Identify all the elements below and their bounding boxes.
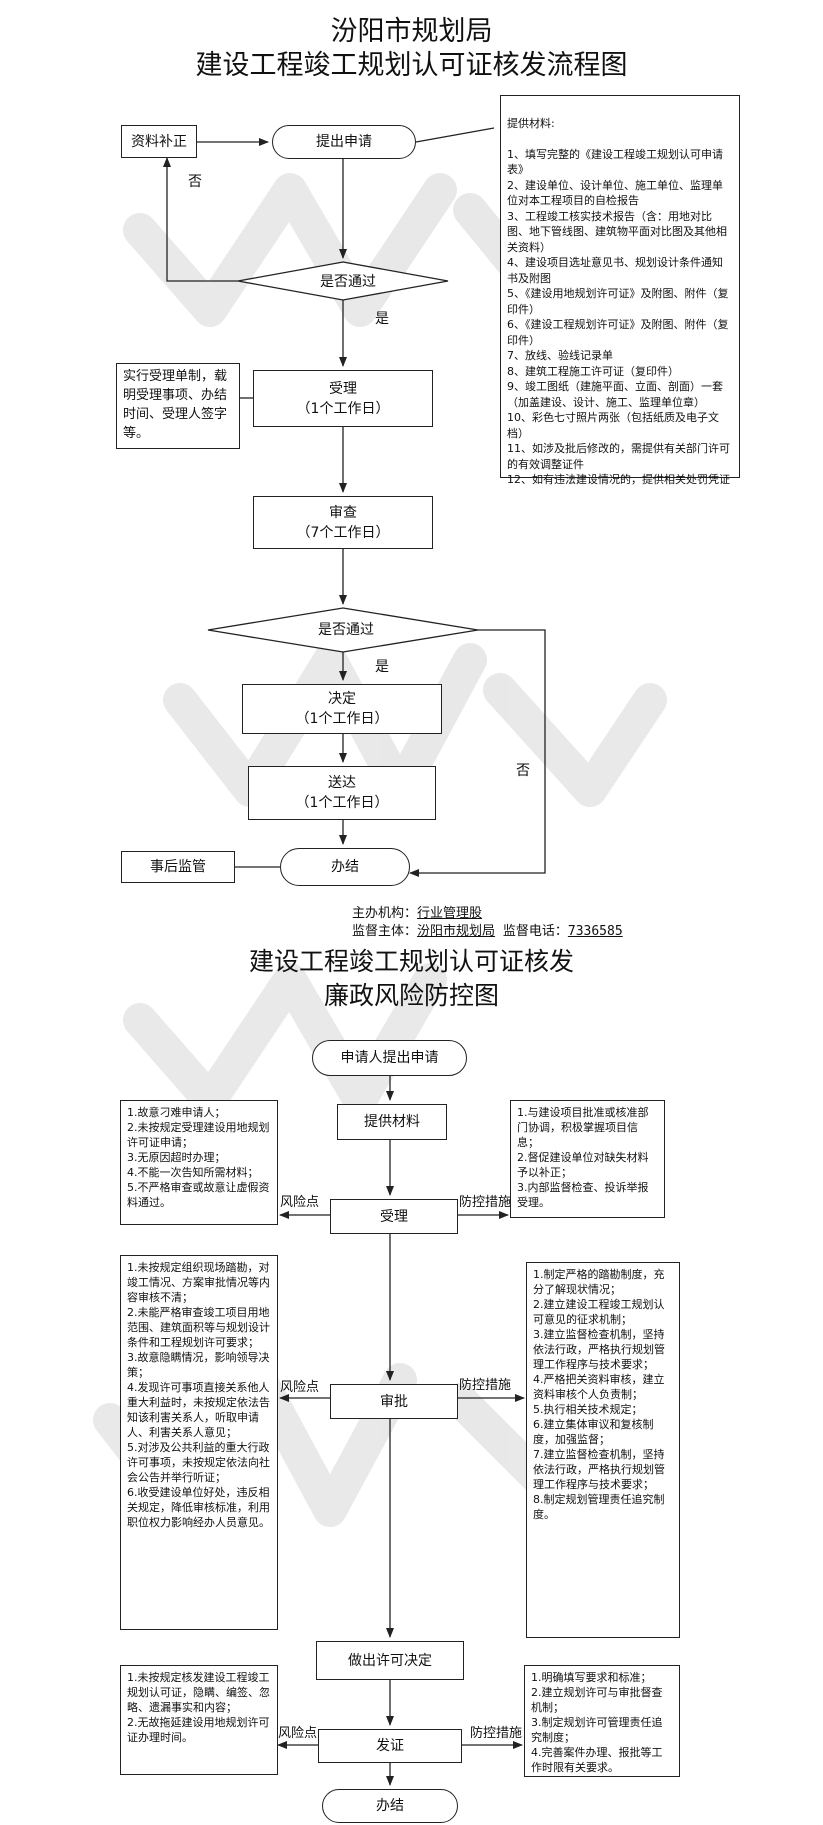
review-node-2: 审批 bbox=[330, 1384, 458, 1419]
check-label-1: 是否通过 bbox=[320, 274, 376, 290]
deliver-label: 送达 bbox=[328, 775, 356, 791]
issue-label: 发证 bbox=[376, 1738, 404, 1754]
supervise-after-label: 事后监管 bbox=[150, 859, 206, 875]
flow2-title-line2: 廉政风险防控图 bbox=[323, 981, 499, 1010]
risk-box-2: 1.未按规定组织现场踏勘，对竣工情况、方案审批情况等内容审核不清； 2.未能严格… bbox=[120, 1255, 278, 1630]
materials-items: 1、填写完整的《建设工程竣工规划认可申请表》 2、建设单位、设计单位、施工单位、… bbox=[507, 147, 730, 487]
flow2-title-line1: 建设工程竣工规划认可证核发 bbox=[248, 947, 574, 976]
accept-label-2: 受理 bbox=[380, 1208, 408, 1225]
decide-days: （1个工作日） bbox=[295, 711, 389, 727]
risk-label-2: 风险点 bbox=[280, 1380, 320, 1395]
submit-label: 提出申请 bbox=[316, 134, 372, 150]
finish-label-1: 办结 bbox=[331, 859, 359, 875]
supplement-box: 资料补正 bbox=[121, 125, 197, 158]
control-box-1: 1.与建设项目批准或核准部门协调，积极掌握项目信息； 2.督促建设单位对缺失材料… bbox=[510, 1100, 665, 1218]
supervise-after-box: 事后监管 bbox=[121, 851, 235, 883]
host-value: 行业管理股 bbox=[417, 906, 483, 921]
control-label-2: 防控措施 bbox=[459, 1378, 512, 1393]
decide-label: 决定 bbox=[328, 691, 356, 707]
review-label: 审查 bbox=[329, 504, 357, 521]
phone-label: 监督电话： bbox=[502, 924, 568, 939]
provide-materials-node: 提供材料 bbox=[337, 1104, 447, 1140]
control-label-1: 防控措施 bbox=[459, 1195, 512, 1210]
flow1-title-line2: 建设工程竣工规划认可证核发流程图 bbox=[195, 50, 628, 81]
supervisor-value: 汾阳市规划局 bbox=[417, 924, 496, 939]
finish-label-2: 办结 bbox=[376, 1798, 404, 1814]
control-label-3: 防控措施 bbox=[470, 1726, 523, 1741]
risk-box-1: 1.故意刁难申请人； 2.未按规定受理建设用地规划许可证申请； 3.无原因超时办… bbox=[120, 1100, 278, 1225]
supervisor-label: 监督主体： bbox=[352, 924, 418, 939]
control-box-2: 1.制定严格的踏勘制度，充分了解现状情况； 2.建立建设工程竣工规划认可意见的征… bbox=[526, 1262, 680, 1638]
deliver-days: （1个工作日） bbox=[295, 795, 389, 811]
decision-label: 做出许可决定 bbox=[348, 1652, 432, 1669]
flow1-title-line1: 汾阳市规划局 bbox=[330, 16, 493, 47]
accept-days: （1个工作日） bbox=[296, 400, 390, 417]
finish-node-1: 办结 bbox=[280, 848, 410, 886]
review-days: （7个工作日） bbox=[296, 524, 390, 541]
decision-node: 做出许可决定 bbox=[316, 1641, 464, 1680]
finish-node-2: 办结 bbox=[322, 1789, 458, 1823]
yes-label-1: 是 bbox=[375, 311, 389, 327]
check-label-2: 是否通过 bbox=[318, 622, 374, 638]
yes-label-2: 是 bbox=[375, 659, 389, 675]
issue-node: 发证 bbox=[318, 1729, 462, 1763]
control-box-3: 1.明确填写要求和标准； 2.建立规划许可与审批督查机制； 3.制定规划许可管理… bbox=[524, 1665, 680, 1777]
applicant-node: 申请人提出申请 bbox=[312, 1040, 467, 1076]
review-label-2: 审批 bbox=[380, 1393, 408, 1410]
risk-label-3: 风险点 bbox=[278, 1726, 318, 1741]
applicant-label: 申请人提出申请 bbox=[340, 1050, 439, 1066]
risk-label-1: 风险点 bbox=[280, 1195, 320, 1210]
accept-label: 受理 bbox=[329, 380, 357, 397]
deliver-node: 送达 （1个工作日） bbox=[248, 766, 436, 820]
accept-note: 实行受理单制，载明受理事项、办结时间、受理人签字等。 bbox=[116, 363, 240, 449]
no-label-2: 否 bbox=[516, 763, 530, 779]
decide-node: 决定 （1个工作日） bbox=[242, 684, 442, 734]
provide-label: 提供材料 bbox=[364, 1114, 420, 1130]
supervision-line: 监督主体：汾阳市规划局 监督电话：7336585 bbox=[352, 920, 623, 939]
risk-box-3: 1.未按规定核发建设工程竣工规划认可证，隐瞒、编签、忽略、遗漏事实和内容； 2.… bbox=[120, 1665, 278, 1775]
supplement-label: 资料补正 bbox=[131, 133, 187, 150]
materials-list: 提供材料: 1、填写完整的《建设工程竣工规划认可申请表》 2、建设单位、设计单位… bbox=[500, 95, 740, 486]
host-org-line: 主办机构：行业管理股 bbox=[352, 902, 482, 921]
materials-title: 提供材料: bbox=[507, 116, 555, 130]
review-node: 审查 （7个工作日） bbox=[253, 496, 433, 549]
no-label-1: 否 bbox=[188, 174, 202, 190]
accept-node-2: 受理 bbox=[330, 1199, 458, 1234]
phone-value: 7336585 bbox=[567, 924, 623, 939]
submit-application-node: 提出申请 bbox=[272, 125, 416, 159]
accept-node: 受理 （1个工作日） bbox=[253, 370, 433, 427]
host-label: 主办机构： bbox=[352, 906, 418, 921]
